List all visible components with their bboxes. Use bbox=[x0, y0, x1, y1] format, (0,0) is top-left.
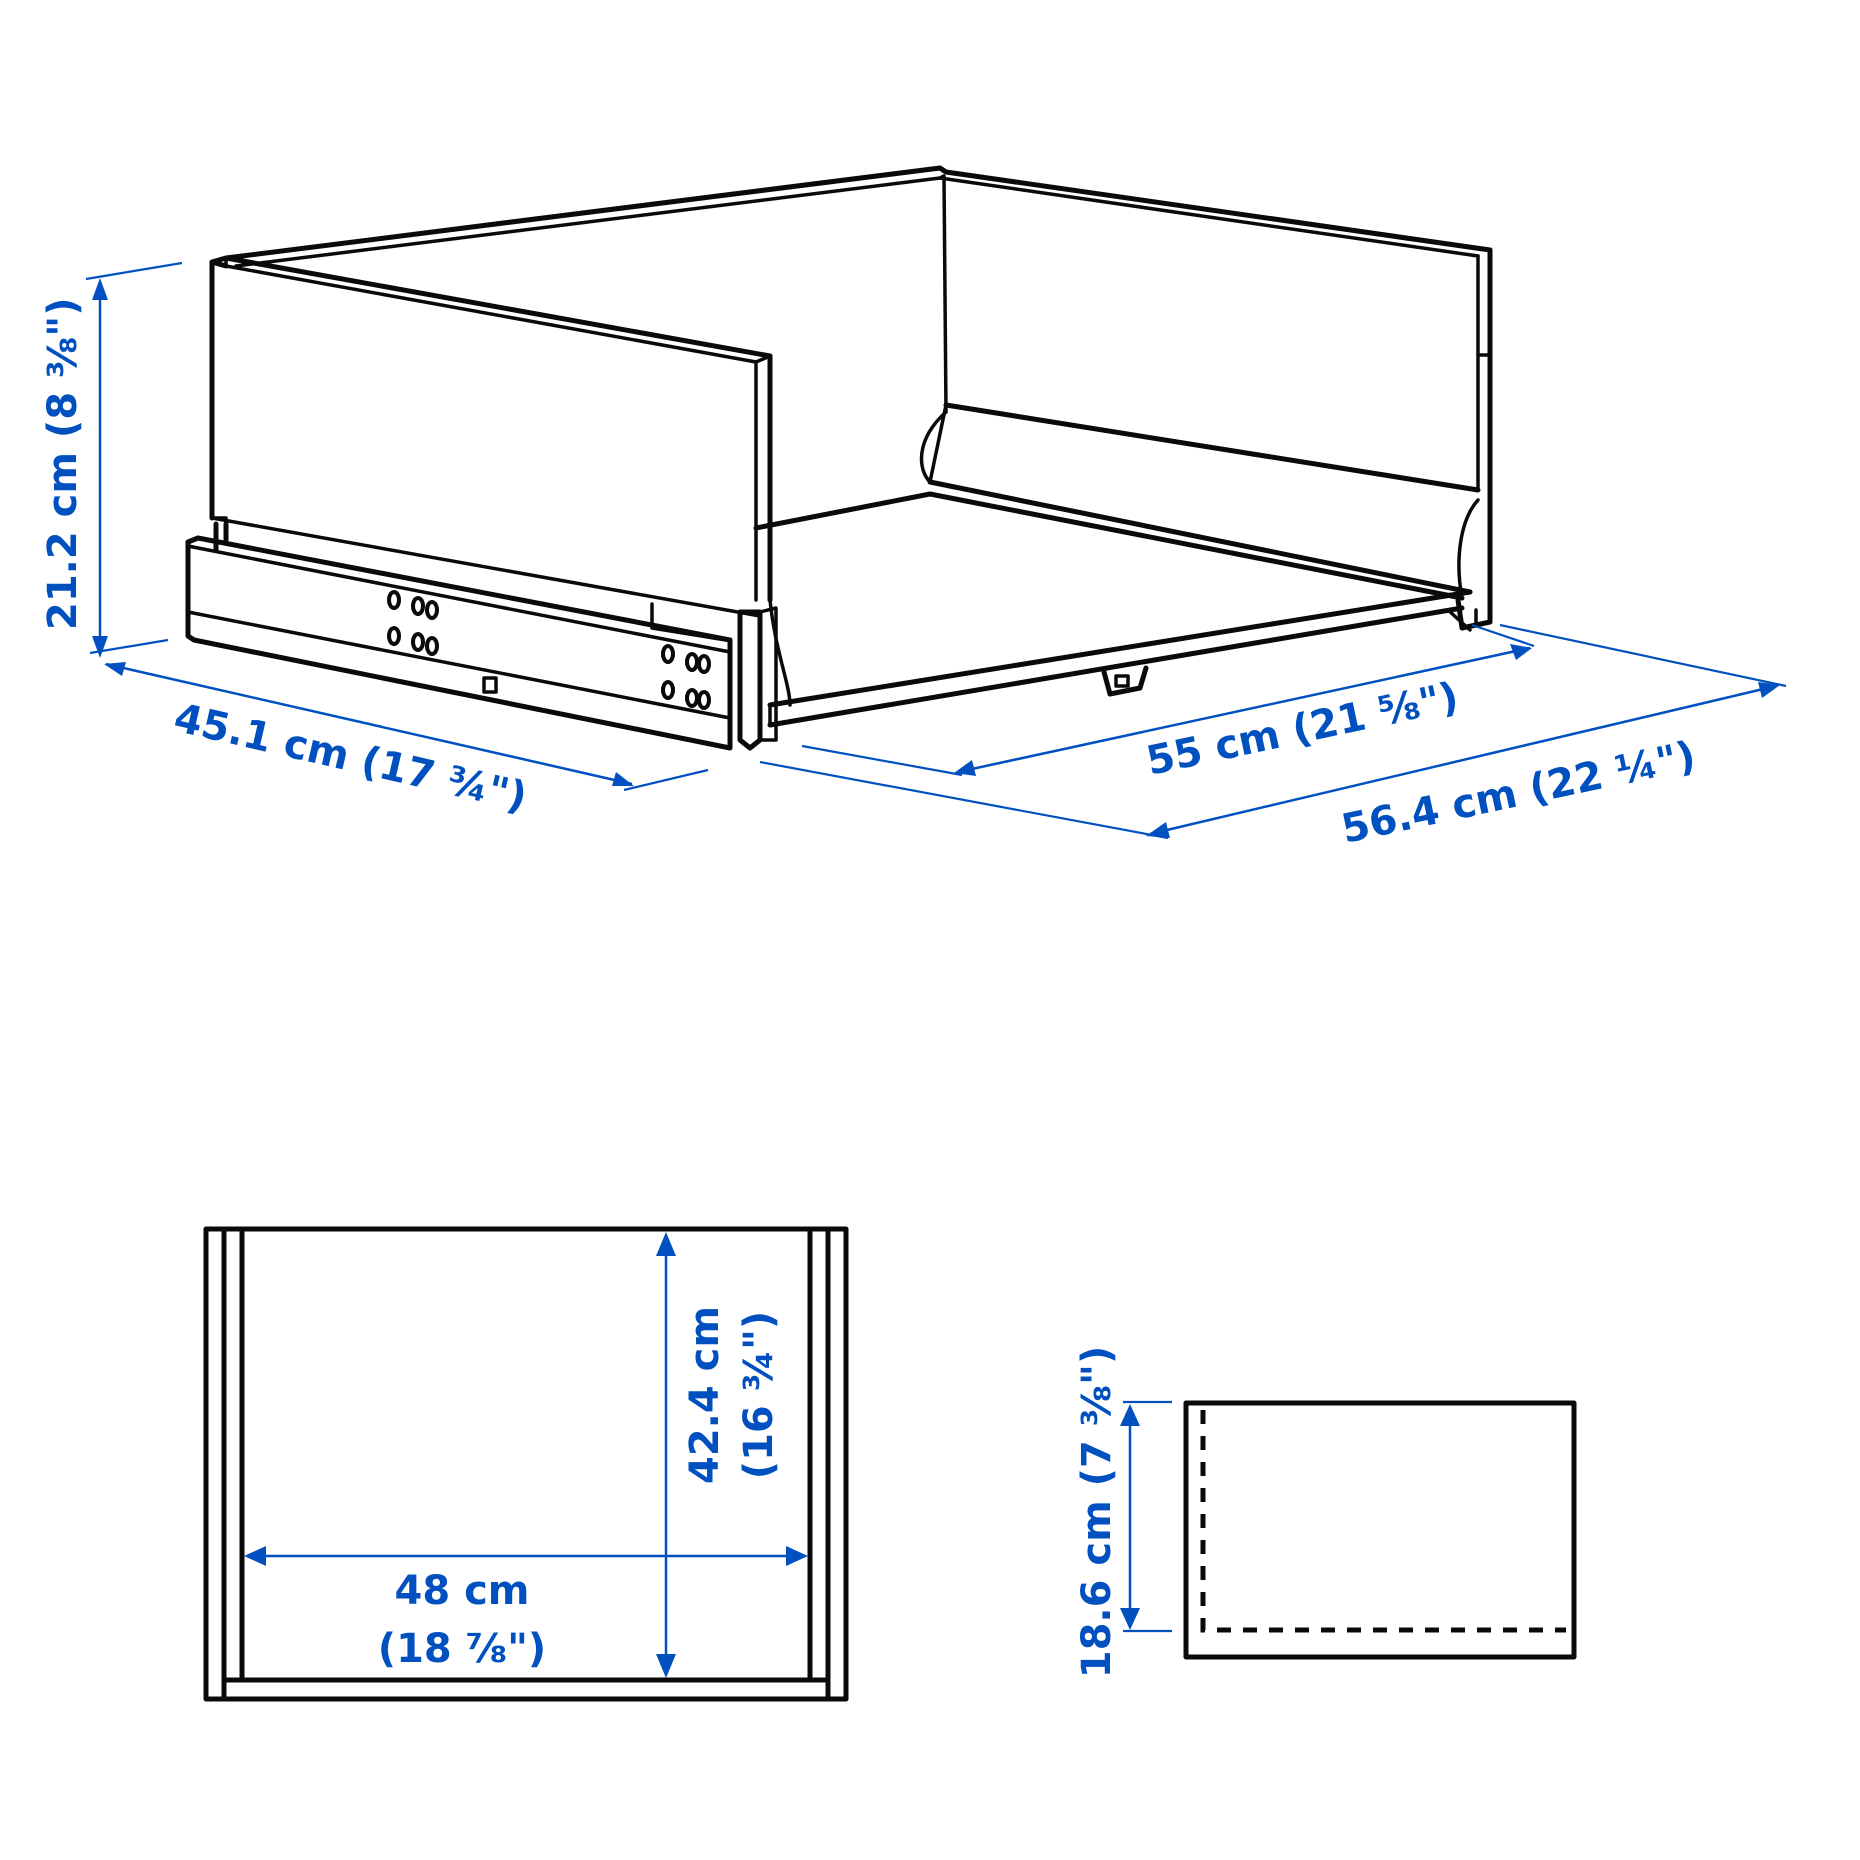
arrow-up-icon bbox=[656, 1232, 676, 1256]
inner-depth-cm-label: 42.4 cm bbox=[682, 1306, 728, 1484]
height-label: 21.2 cm (8 ⅜") bbox=[40, 298, 86, 631]
arrow-right-icon bbox=[786, 1546, 808, 1566]
arrow-down-icon bbox=[1120, 1608, 1140, 1630]
drawer-side-view: 18.6 cm (7 ⅜") bbox=[1074, 1346, 1577, 1679]
drawer-top-view: 48 cm (18 ⅞") 42.4 cm (16 ¾") bbox=[203, 1226, 849, 1702]
inner-depth-in-label: (16 ¾") bbox=[736, 1311, 782, 1479]
runner-rail bbox=[185, 521, 733, 751]
arrow-right-icon bbox=[1758, 682, 1780, 698]
arrow-right-icon bbox=[1510, 644, 1532, 660]
drawer-isometric-view bbox=[185, 165, 1493, 751]
inner-height-label: 18.6 cm (7 ⅜") bbox=[1074, 1346, 1120, 1679]
arrow-left-icon bbox=[1146, 822, 1170, 838]
arrow-left-icon bbox=[104, 662, 126, 676]
arrow-up-icon bbox=[1120, 1404, 1140, 1426]
arrow-up-icon bbox=[92, 278, 108, 300]
depth-label: 45.1 cm (17 ¾") bbox=[170, 695, 531, 821]
corner-hardware bbox=[737, 597, 1493, 751]
inner-width-label: 55 cm (21 ⅝") bbox=[1143, 674, 1463, 785]
arrow-down-icon bbox=[92, 636, 108, 658]
arrow-down-icon bbox=[656, 1654, 676, 1678]
outer-width-label: 56.4 cm (22 ¼") bbox=[1338, 733, 1700, 853]
arrow-right-icon bbox=[612, 772, 634, 786]
drawer-bottom bbox=[753, 402, 1481, 728]
back-panel bbox=[223, 165, 1493, 608]
height-dimension: 21.2 cm (8 ⅜") bbox=[40, 261, 183, 658]
inner-width-dimension: 55 cm (21 ⅝") bbox=[801, 623, 1535, 785]
arrow-left-icon bbox=[954, 760, 976, 776]
inner-width-in-label: (18 ⅞") bbox=[378, 1626, 546, 1672]
arrow-left-icon bbox=[244, 1546, 266, 1566]
depth-dimension: 45.1 cm (17 ¾") bbox=[104, 662, 709, 821]
inner-width-cm-label: 48 cm bbox=[395, 1568, 530, 1614]
left-side-panel bbox=[209, 255, 773, 618]
